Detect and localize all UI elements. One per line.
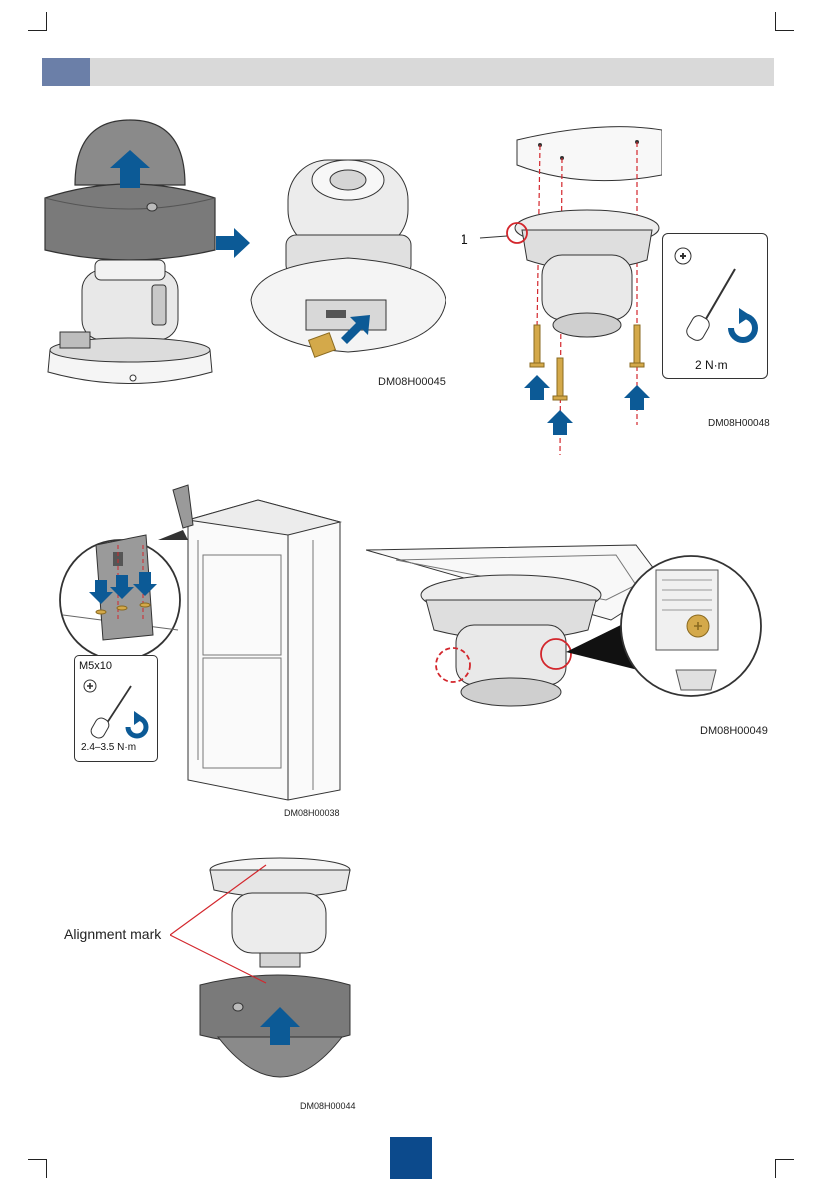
phillips-screwdriver-icon bbox=[684, 269, 735, 343]
figure-insert-sd-card bbox=[246, 150, 446, 360]
arrow-right-icon bbox=[216, 228, 250, 258]
torque-value: 2 N·m bbox=[695, 358, 728, 372]
figure-code-fig6: DM08H00044 bbox=[300, 1101, 356, 1111]
crop-mark-top-left bbox=[28, 12, 47, 31]
figure-ceiling-mount-screws: 1 bbox=[462, 120, 662, 455]
figure-remove-dome-cover bbox=[40, 110, 220, 400]
phillips-screwdriver-icon bbox=[89, 686, 131, 740]
figure-code-fig5: DM08H00049 bbox=[700, 725, 768, 737]
phillips-head-icon bbox=[675, 248, 691, 264]
alignment-mark-label: Alignment mark bbox=[64, 926, 161, 942]
figure-reinstall-dome bbox=[170, 855, 360, 1105]
crop-mark-bottom-right bbox=[775, 1159, 794, 1178]
figure-code-fig3: DM08H00048 bbox=[708, 418, 770, 429]
torque-value: 2.4–3.5 N·m bbox=[81, 742, 136, 753]
arrow-up-icon bbox=[524, 375, 650, 435]
crop-mark-bottom-left bbox=[28, 1159, 47, 1178]
rotate-clockwise-icon bbox=[731, 308, 755, 340]
figure-installed-ceiling bbox=[366, 540, 778, 725]
screw-tool-box: M5x10 2.4–3.5 N·m bbox=[74, 655, 158, 762]
page-number-box bbox=[390, 1137, 432, 1179]
figure-code-fig2: DM08H00045 bbox=[378, 376, 446, 388]
figure-code-fig4: DM08H00038 bbox=[284, 808, 340, 818]
callout-number: 1 bbox=[462, 231, 468, 247]
rotate-clockwise-icon bbox=[128, 711, 146, 736]
phillips-head-icon bbox=[84, 680, 96, 692]
section-header-tab bbox=[42, 58, 90, 86]
crop-mark-top-right bbox=[775, 12, 794, 31]
section-header-bar bbox=[42, 58, 774, 86]
torque-tool-box: 2 N·m bbox=[662, 233, 768, 379]
